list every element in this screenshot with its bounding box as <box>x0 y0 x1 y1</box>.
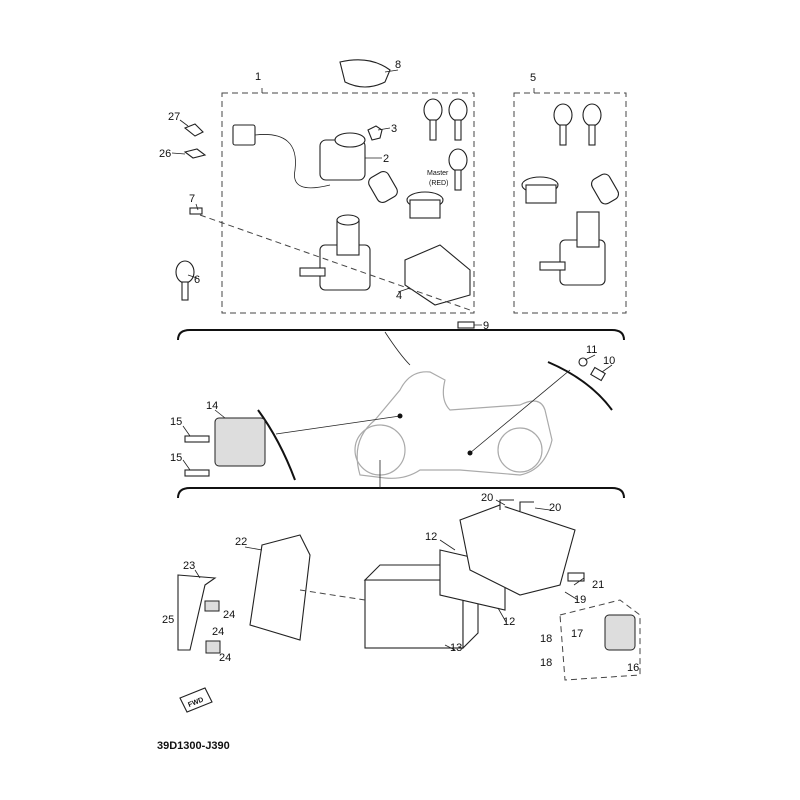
callout-12a: 12 <box>425 531 437 543</box>
callout-27: 27 <box>168 111 180 123</box>
callout-11: 11 <box>586 344 597 356</box>
keys-kit-5 <box>553 103 602 146</box>
seal-cap-part <box>339 59 391 88</box>
clip-part-27 <box>183 123 204 137</box>
callout-20b: 20 <box>549 502 561 514</box>
callout-18a: 18 <box>540 633 552 645</box>
callout-7: 7 <box>189 193 195 205</box>
callout-24b: 24 <box>212 626 224 638</box>
callout-25: 25 <box>162 614 174 626</box>
ignition-lock-assembly <box>299 214 371 291</box>
key-part-6 <box>175 260 195 284</box>
callout-10: 10 <box>603 355 615 367</box>
section-bracket-left <box>257 409 296 481</box>
immobilizer-unit-part <box>404 244 471 306</box>
battery-bracket-part <box>249 534 311 641</box>
callout-13: 13 <box>450 642 462 654</box>
ignition-lock-kit-5 <box>521 173 620 286</box>
callout-15b: 15 <box>170 452 182 464</box>
callout-14: 14 <box>206 400 218 412</box>
callout-9: 9 <box>483 320 489 332</box>
scooter-outline <box>354 371 553 479</box>
callout-3: 3 <box>391 123 397 135</box>
callout-23: 23 <box>183 560 195 572</box>
bolt-part-15b <box>184 469 210 477</box>
callout-21: 21 <box>592 579 604 591</box>
callout-24a: 24 <box>223 609 235 621</box>
fwd-arrow-icon <box>179 687 213 713</box>
rectifier-part <box>214 417 266 467</box>
callout-18b: 18 <box>540 657 552 669</box>
section-bracket-top <box>177 329 625 341</box>
diagram-code: 39D1300-J390 <box>157 740 230 752</box>
callout-24c: 24 <box>219 652 231 664</box>
section-bracket-right <box>547 361 613 411</box>
starter-relay-part <box>604 614 636 651</box>
bolt-part-21 <box>567 572 585 582</box>
master-key-color: (RED) <box>429 180 448 187</box>
callout-1: 1 <box>255 71 261 83</box>
callout-20a: 20 <box>481 492 493 504</box>
callout-4: 4 <box>396 290 402 302</box>
callout-22: 22 <box>235 536 247 548</box>
callout-5: 5 <box>530 72 536 84</box>
lock-cylinder-part <box>368 171 444 219</box>
callout-17: 17 <box>571 628 583 640</box>
keys-kit-1 <box>423 98 468 191</box>
main-switch-part <box>232 124 366 189</box>
callout-16: 16 <box>627 662 639 674</box>
relay-kit-box <box>559 599 641 681</box>
section-bracket-bottom <box>177 487 625 499</box>
bolt-part-9 <box>457 321 475 329</box>
callout-2: 2 <box>383 153 389 165</box>
bolt-part-7 <box>189 207 203 215</box>
callout-19: 19 <box>574 594 586 606</box>
callout-6: 6 <box>194 274 200 286</box>
callout-26: 26 <box>159 148 171 160</box>
kit-5-box <box>513 92 627 314</box>
screw-part <box>367 125 383 141</box>
callout-8: 8 <box>395 59 401 71</box>
master-key-note: Master <box>427 170 449 177</box>
callout-15a: 15 <box>170 416 182 428</box>
kit-1-box <box>221 92 475 314</box>
callout-12b: 12 <box>503 616 515 628</box>
clip-part-26 <box>183 148 207 159</box>
stay-part <box>177 574 217 651</box>
bolt-part-15a <box>184 435 210 443</box>
sensor-part <box>590 366 606 382</box>
